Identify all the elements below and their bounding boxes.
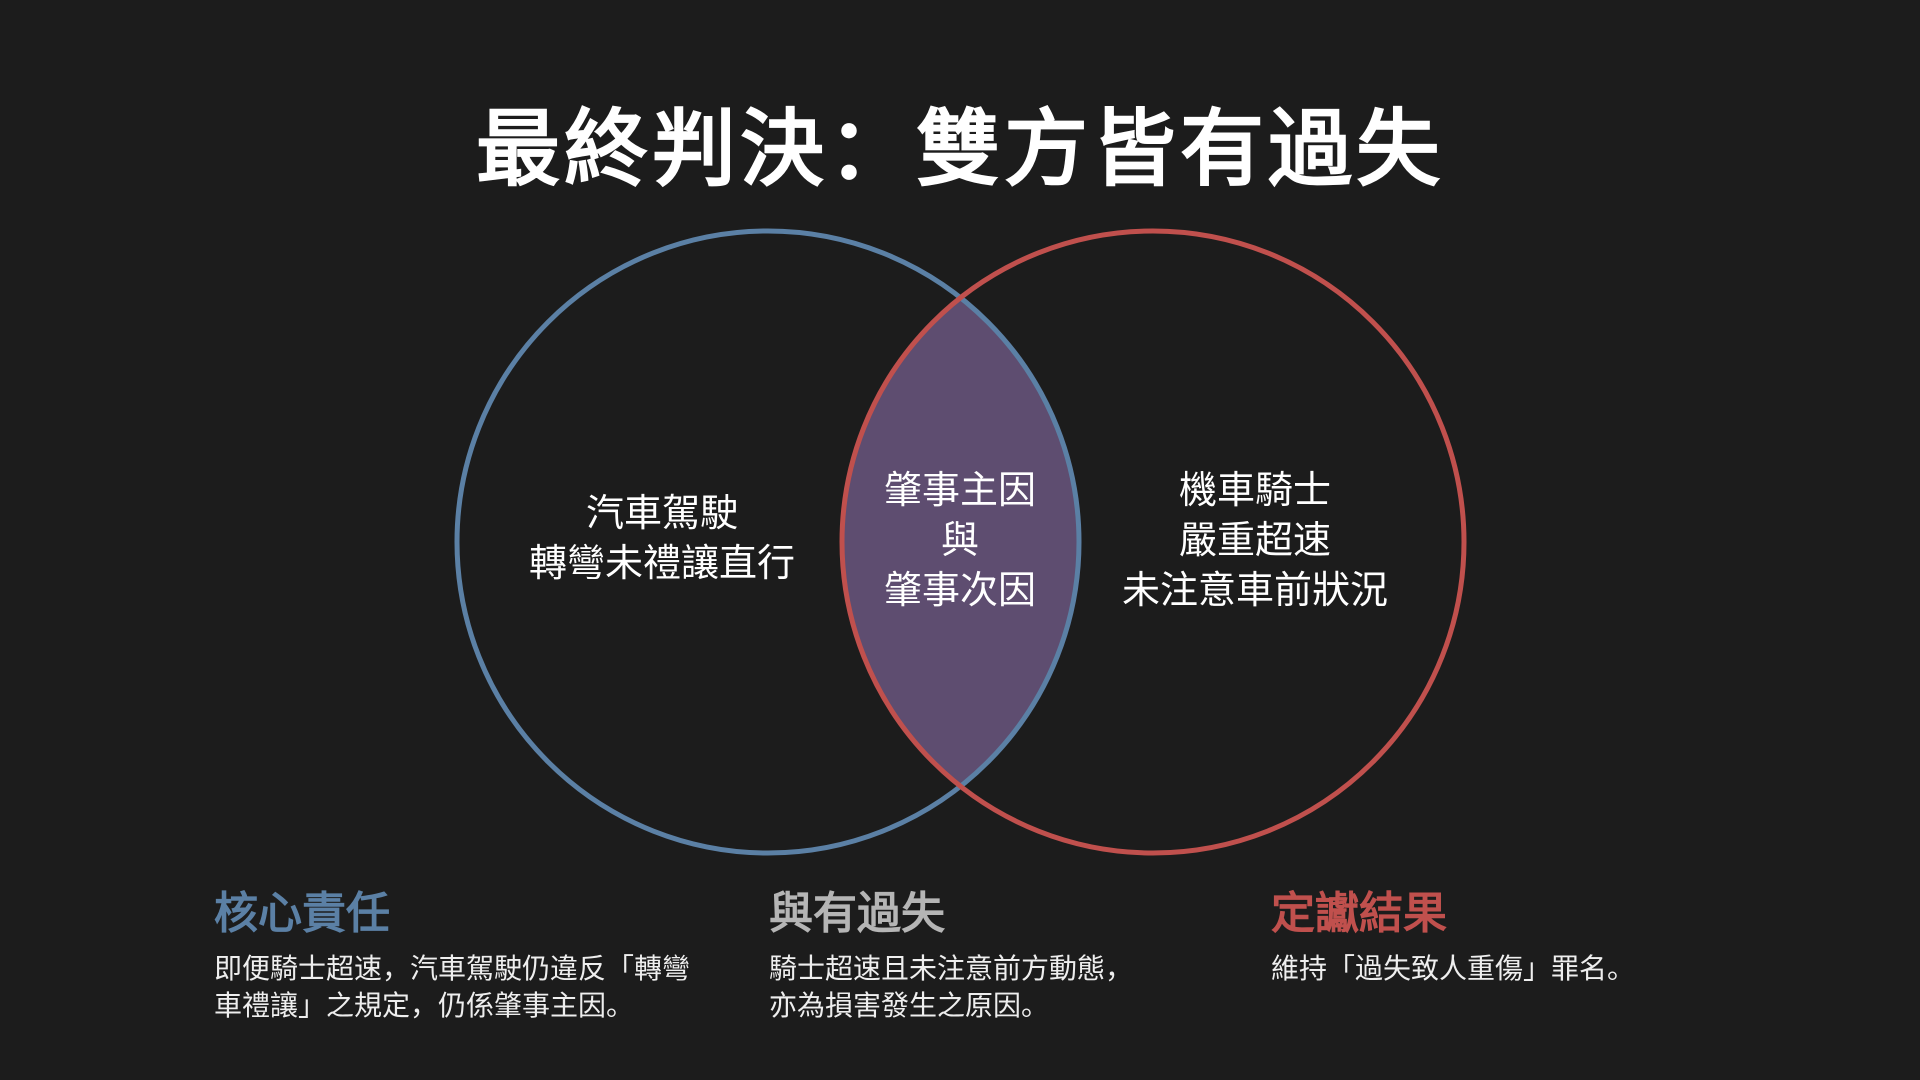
overlap-label-line: 肇事次因 bbox=[883, 568, 1037, 612]
right-label-line: 嚴重超速 bbox=[1178, 518, 1332, 562]
contributory-negligence-section: 與有過失 騎士超速且未注意前方動態， 亦為損害發生之原因。 bbox=[769, 886, 1133, 1024]
body-line: 亦為損害發生之原因。 bbox=[769, 989, 1050, 1022]
core-responsibility-section: 核心責任 即便騎士超速，汽車駕駛仍違反「轉彎 車禮讓」之規定，仍係肇事主因。 bbox=[214, 886, 690, 1024]
right-circle-label: 機車騎士 嚴重超速 未注意車前狀況 bbox=[1122, 465, 1388, 615]
left-circle-label: 汽車駕駛 轉彎未禮讓直行 bbox=[529, 488, 795, 588]
right-label-line: 未注意車前狀況 bbox=[1121, 568, 1389, 612]
section-heading: 與有過失 bbox=[769, 888, 945, 939]
overlap-label: 肇事主因 與 肇事次因 bbox=[884, 465, 1036, 615]
right-circle-motorcyclist bbox=[839, 228, 1467, 856]
body-line: 車禮讓」之規定，仍係肇事主因。 bbox=[214, 989, 635, 1022]
overlap-label-line: 與 bbox=[940, 518, 980, 562]
section-body: 騎士超速且未注意前方動態， 亦為損害發生之原因。 bbox=[769, 950, 1133, 1024]
section-body: 維持「過失致人重傷」罪名。 bbox=[1271, 950, 1635, 987]
body-line: 騎士超速且未注意前方動態， bbox=[769, 952, 1134, 985]
overlap-region bbox=[842, 231, 1079, 853]
left-label-line: 轉彎未禮讓直行 bbox=[528, 541, 796, 585]
right-label-line: 機車騎士 bbox=[1178, 468, 1332, 512]
body-line: 即便騎士超速，汽車駕駛仍違反「轉彎 bbox=[214, 952, 691, 985]
final-verdict-section: 定讞結果 維持「過失致人重傷」罪名。 bbox=[1271, 886, 1635, 987]
left-circle-car-driver bbox=[454, 228, 1082, 856]
section-body: 即便騎士超速，汽車駕駛仍違反「轉彎 車禮讓」之規定，仍係肇事主因。 bbox=[214, 950, 690, 1024]
body-line: 維持「過失致人重傷」罪名。 bbox=[1271, 952, 1636, 985]
section-heading: 核心責任 bbox=[214, 888, 390, 939]
page-title: 最終判決：雙方皆有過失 bbox=[475, 99, 1444, 198]
left-label-line: 汽車駕駛 bbox=[585, 491, 739, 535]
section-heading: 定讞結果 bbox=[1271, 888, 1447, 939]
overlap-label-line: 肇事主因 bbox=[883, 468, 1037, 512]
